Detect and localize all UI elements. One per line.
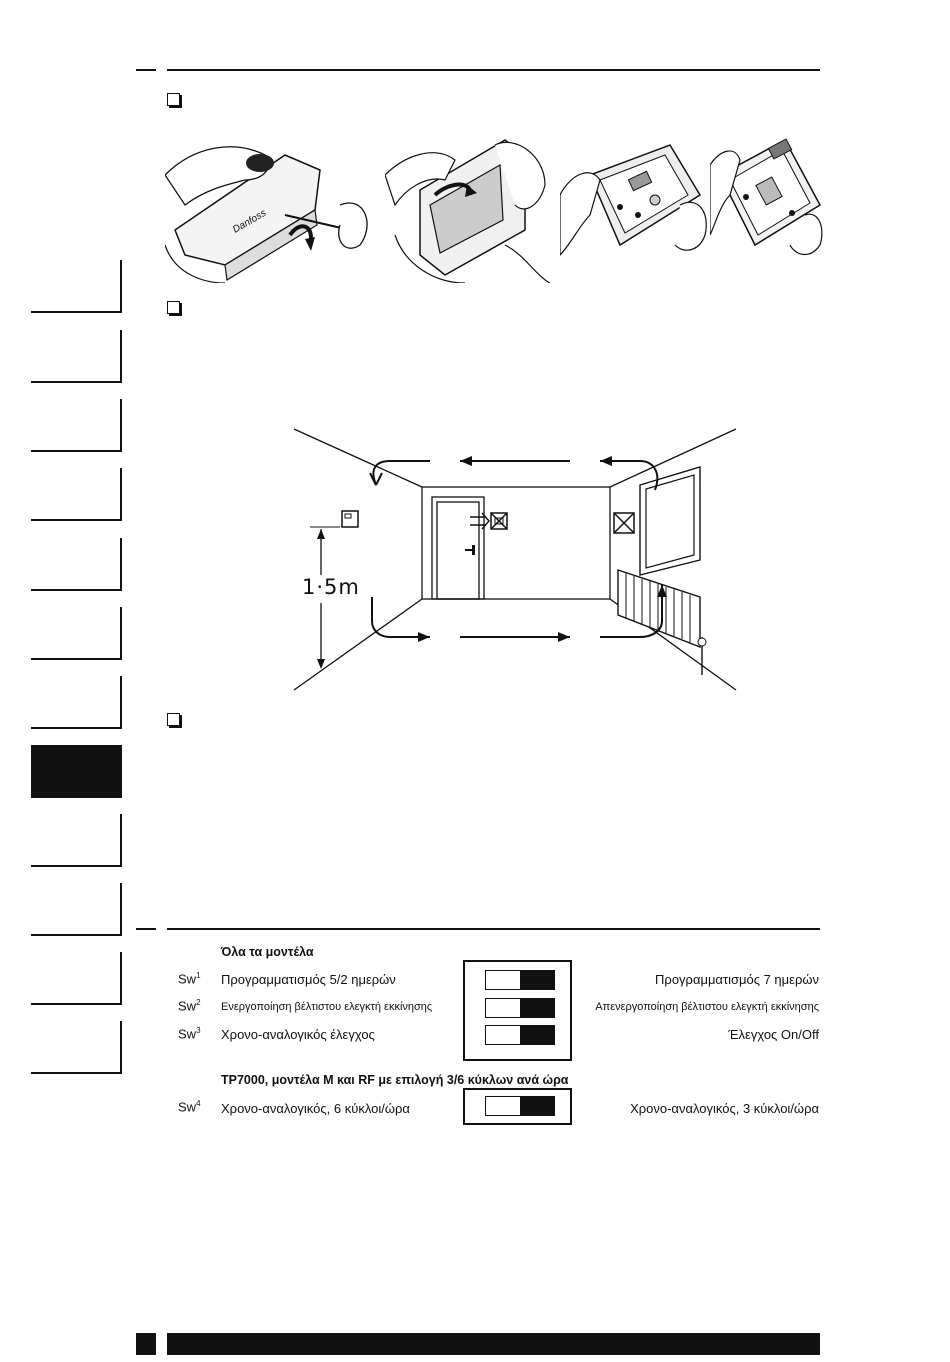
photo-back-plate bbox=[710, 135, 825, 283]
top-rule-short bbox=[136, 69, 156, 71]
checkbox-icon bbox=[167, 301, 180, 314]
side-tab[interactable] bbox=[31, 607, 122, 660]
dip-switch-block-4 bbox=[463, 1088, 572, 1125]
radiator-icon bbox=[617, 569, 707, 675]
switch-4-left: Χρονο-αναλογικός, 6 κύκλοι/ώρα bbox=[221, 1101, 410, 1116]
switch-label-1: Sw1 bbox=[178, 971, 201, 987]
section-rule bbox=[167, 928, 820, 930]
switch-3-left: Χρονο-αναλογικός έλεγχος bbox=[221, 1027, 375, 1042]
all-models-heading: Όλα τα μοντέλα bbox=[221, 945, 314, 959]
footer-bar bbox=[167, 1333, 820, 1355]
switch-1-right: Προγραμματισμός 7 ημερών bbox=[655, 972, 819, 987]
checkbox-icon bbox=[167, 713, 180, 726]
top-rule bbox=[167, 69, 820, 71]
dip-switch-2[interactable] bbox=[485, 998, 555, 1018]
side-tab[interactable] bbox=[31, 883, 122, 936]
switch-2-left: Ενεργοποίηση βέλτιστου ελεγκτή εκκίνησης bbox=[221, 1001, 433, 1013]
room-diagram: 1·5m bbox=[290, 425, 740, 695]
photo-open-casing bbox=[385, 135, 550, 283]
photo-remove-cover: Danfoss bbox=[165, 135, 375, 283]
cross-box-icon bbox=[613, 512, 635, 534]
dip-switch-4[interactable] bbox=[485, 1096, 555, 1116]
side-tab[interactable] bbox=[31, 468, 122, 521]
section-rule-short bbox=[136, 928, 156, 930]
switch-label-4: Sw4 bbox=[178, 1099, 201, 1115]
side-tab[interactable] bbox=[31, 676, 122, 729]
side-tab[interactable] bbox=[31, 330, 122, 383]
cross-box-icon bbox=[490, 512, 508, 530]
switch-3-right: Έλεγχος On/Off bbox=[728, 1027, 819, 1042]
switch-label-3: Sw3 bbox=[178, 1026, 201, 1042]
side-tab[interactable] bbox=[31, 538, 122, 591]
switch-2-right: Απενεργοποίηση βέλτιστου ελεγκτή εκκίνησ… bbox=[595, 1001, 819, 1013]
dip-switch-3[interactable] bbox=[485, 1025, 555, 1045]
switch-label-2: Sw2 bbox=[178, 998, 201, 1014]
side-tab[interactable] bbox=[31, 260, 122, 313]
photo-inside-unit bbox=[560, 135, 710, 283]
side-tab-active[interactable] bbox=[31, 745, 122, 798]
dip-switch-1[interactable] bbox=[485, 970, 555, 990]
switch-4-right: Χρονο-αναλογικός, 3 κύκλοι/ώρα bbox=[630, 1101, 819, 1116]
side-tab[interactable] bbox=[31, 1021, 122, 1074]
footer-page-box bbox=[136, 1333, 156, 1355]
checkbox-icon bbox=[167, 93, 180, 106]
models-heading: TP7000, μοντέλα Μ και RF με επιλογή 3/6 … bbox=[221, 1073, 569, 1087]
switch-1-left: Προγραμματισμός 5/2 ημερών bbox=[221, 972, 396, 987]
thermostat-icon bbox=[341, 510, 359, 528]
dip-switch-block bbox=[463, 960, 572, 1061]
side-tab[interactable] bbox=[31, 814, 122, 867]
side-tab[interactable] bbox=[31, 399, 122, 452]
side-tab[interactable] bbox=[31, 952, 122, 1005]
height-label: 1·5m bbox=[302, 575, 360, 599]
